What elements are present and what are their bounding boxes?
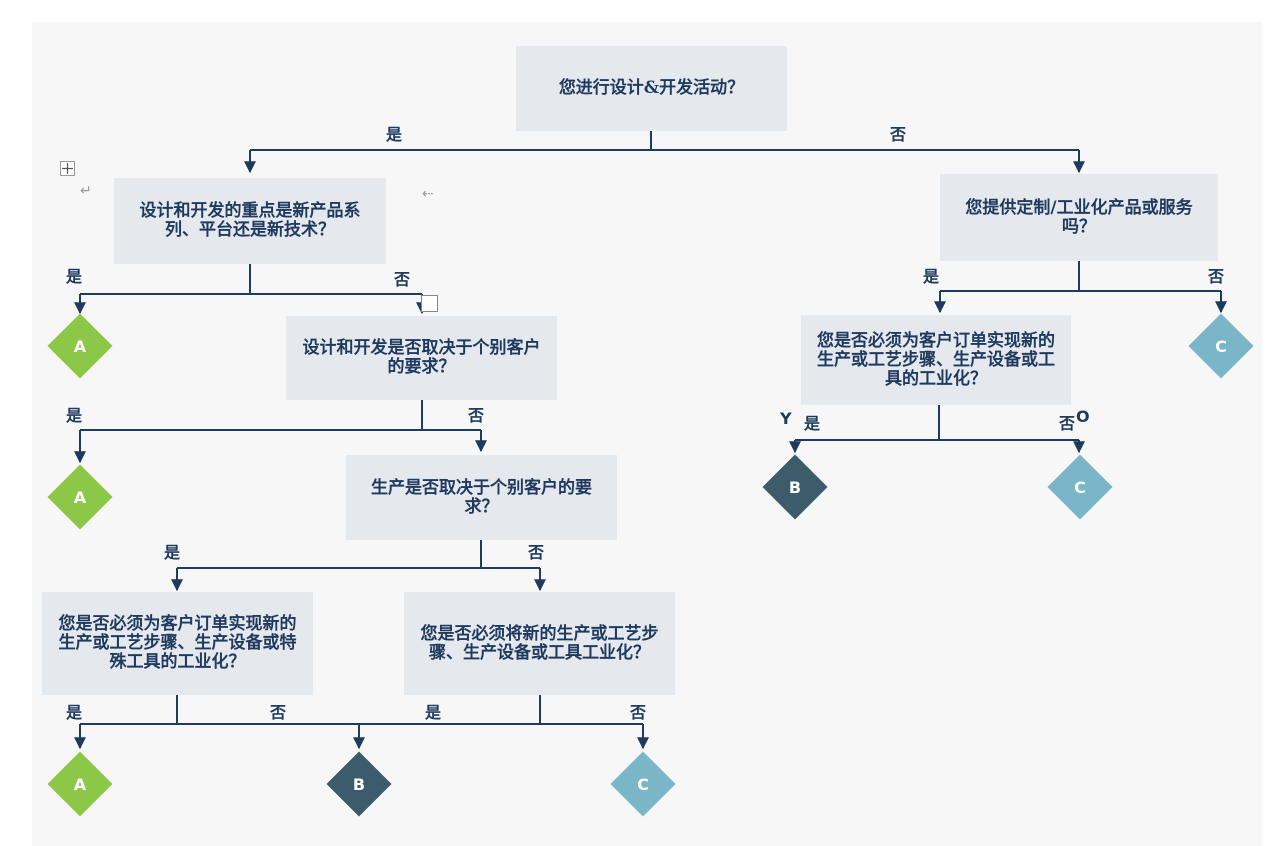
question-text: 您进行设计&开发活动？ (558, 78, 745, 98)
answer-no-label: 否 (468, 406, 485, 425)
question-box-custom-products: 您提供定制/工业化产品或服务吗？ (940, 174, 1218, 261)
answer-no-label: 否 (630, 703, 647, 722)
empty-checkbox-icon (421, 295, 438, 312)
answer-no-label: 否 (528, 543, 545, 562)
question-text: 设计和开发是否取决于个别客户的要求？ (302, 338, 541, 377)
outcome-a-diamond: A (47, 464, 113, 530)
table-move-handle-icon[interactable] (60, 161, 75, 176)
answer-yes-label: 是 (66, 703, 83, 722)
paragraph-mark-icon: ↵ (80, 183, 92, 199)
outcome-c-diamond: C (1188, 313, 1254, 379)
question-box-design-activity: 您进行设计&开发活动？ (516, 46, 787, 131)
outcome-b-diamond: B (762, 454, 828, 520)
answer-yes-label: 是 (164, 543, 181, 562)
arrow-mark-icon: ⇠ (422, 186, 434, 202)
answer-no-label: 否 (270, 703, 287, 722)
outcome-c-diamond: C (1047, 454, 1113, 520)
outcome-a-diamond: A (47, 751, 113, 817)
question-box-special-tools: 您是否必须为客户订单实现新的生产或工艺步骤、生产设备或特殊工具的工业化？ (42, 592, 313, 695)
answer-yes-label: 是 (923, 267, 940, 286)
question-text: 您是否必须为客户订单实现新的生产或工艺步骤、生产设备或特殊工具的工业化？ (58, 614, 297, 672)
answer-yes-label: 是 (386, 125, 403, 144)
outcome-a-diamond: A (47, 313, 113, 379)
question-text: 生产是否取决于个别客户的要求？ (371, 477, 592, 517)
outcome-b-diamond: B (326, 751, 392, 817)
answer-yes-label: 是 (425, 703, 442, 722)
question-box-industrialization-order: 您是否必须为客户订单实现新的生产或工艺步骤、生产设备或工具的工业化？ (801, 315, 1071, 405)
answer-yes-label: 是 (66, 267, 83, 286)
answer-no-label: 否 (1059, 414, 1076, 433)
question-box-design-focus: 设计和开发的重点是新产品系列、平台还是新技术？ (114, 178, 386, 264)
question-text: 设计和开发的重点是新产品系列、平台还是新技术？ (139, 201, 361, 240)
answer-yes-label: 是 (66, 406, 83, 425)
answer-no-label: 否 (394, 270, 411, 289)
stray-o-mark: O (1076, 407, 1090, 426)
outcome-c-diamond: C (610, 751, 676, 817)
question-box-design-customer: 设计和开发是否取决于个别客户的要求？ (286, 316, 557, 400)
answer-no-label: 否 (1208, 267, 1225, 286)
question-text: 您是否必须将新的生产或工艺步骤、生产设备或工具工业化？ (420, 623, 659, 663)
question-box-new-steps: 您是否必须将新的生产或工艺步骤、生产设备或工具工业化？ (404, 592, 675, 695)
answer-no-label: 否 (890, 125, 907, 144)
question-text: 您是否必须为客户订单实现新的生产或工艺步骤、生产设备或工具的工业化？ (817, 330, 1055, 389)
question-text: 您提供定制/工业化产品或服务吗？ (965, 197, 1193, 237)
question-box-production-customer: 生产是否取决于个别客户的要求？ (346, 455, 617, 540)
answer-yes-label: 是 (804, 414, 821, 433)
stray-y-mark: Y (780, 409, 792, 428)
diagram-canvas (32, 22, 1262, 846)
